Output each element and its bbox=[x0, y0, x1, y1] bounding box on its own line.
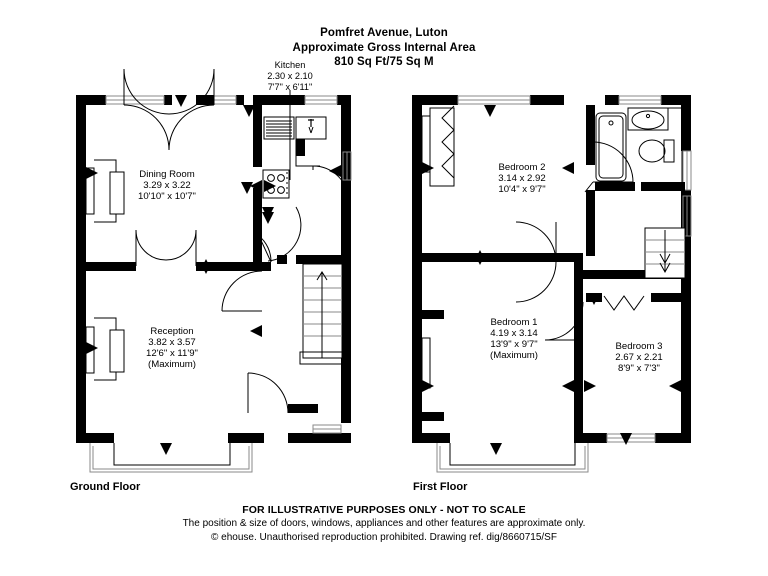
ff-internal-walls bbox=[420, 105, 685, 443]
ground-floor-label: Ground Floor bbox=[70, 481, 141, 493]
footer-disclaimer-title: FOR ILLUSTRATIVE PURPOSES ONLY - NOT TO … bbox=[242, 504, 526, 516]
ff-bay-window bbox=[436, 443, 589, 473]
gf-kitchen-fittings bbox=[262, 116, 327, 199]
room-label-reception-metric: 3.82 x 3.57 bbox=[148, 337, 195, 348]
room-label-bedroom1-note: (Maximum) bbox=[490, 350, 538, 361]
gf-bay-window bbox=[89, 443, 253, 473]
gf-walls bbox=[76, 95, 351, 443]
ff-bathroom-fittings bbox=[595, 107, 683, 182]
plan-header: Pomfret Avenue, Luton Approximate Gross … bbox=[0, 26, 768, 70]
bath-icon bbox=[595, 112, 627, 182]
basin-icon bbox=[627, 107, 669, 131]
header-area: 810 Sq Ft/75 Sq M bbox=[334, 56, 434, 68]
gf-direction-markers bbox=[86, 95, 341, 455]
drainer-icon bbox=[263, 116, 295, 140]
room-label-reception-imperial: 12'6" x 11'9" bbox=[146, 348, 198, 359]
room-label-bedroom3-metric: 2.67 x 2.21 bbox=[615, 352, 662, 363]
first-floor-label: First Floor bbox=[413, 481, 468, 493]
room-label-bedroom3-imperial: 8'9" x 7'3" bbox=[618, 363, 660, 374]
ff-windows bbox=[421, 95, 692, 443]
ff-walls bbox=[412, 95, 691, 443]
room-label-dining-imperial: 10'10" x 10'7" bbox=[138, 191, 196, 202]
room-label-dining-metric: 3.29 x 3.22 bbox=[143, 180, 190, 191]
gf-doors bbox=[123, 68, 350, 414]
room-label-kitchen-imperial: 7'7" x 6'11" bbox=[268, 82, 313, 92]
ff-doors bbox=[515, 141, 634, 341]
page-title: Pomfret Avenue, Luton bbox=[320, 27, 448, 39]
room-label-kitchen-metric: 2.30 x 2.10 bbox=[267, 71, 312, 81]
gf-internal-walls bbox=[86, 95, 342, 413]
ff-direction-markers bbox=[422, 105, 681, 455]
stairs-down-icon bbox=[644, 227, 686, 279]
room-label-bedroom2-name: Bedroom 2 bbox=[499, 162, 546, 173]
stairs-up-icon bbox=[299, 263, 343, 365]
ff-room-labels: Bedroom 2 3.14 x 2.92 10'4" x 9'7" Bedro… bbox=[490, 162, 663, 374]
room-label-kitchen-name: Kitchen bbox=[275, 60, 306, 70]
wardrobe-icon bbox=[429, 105, 455, 187]
sink-icon bbox=[295, 116, 327, 140]
toilet-icon bbox=[638, 139, 675, 163]
room-label-bedroom1-metric: 4.19 x 3.14 bbox=[490, 328, 538, 339]
gf-room-labels: Kitchen 2.30 x 2.10 7'7" x 6'11" Dining … bbox=[138, 60, 313, 370]
room-label-bedroom2-imperial: 10'4" x 9'7" bbox=[498, 184, 545, 195]
room-label-reception-name: Reception bbox=[150, 326, 193, 337]
wardrobe-bedroom3-icon bbox=[603, 295, 645, 311]
header-subtitle: Approximate Gross Internal Area bbox=[292, 41, 476, 54]
room-label-bedroom3-name: Bedroom 3 bbox=[616, 341, 663, 352]
footer-disclaimer-body: The position & size of doors, windows, a… bbox=[182, 518, 586, 529]
room-label-bedroom2-metric: 3.14 x 2.92 bbox=[498, 173, 545, 184]
room-label-bedroom1-imperial: 13'9" x 9'7" bbox=[490, 339, 537, 350]
footer-copyright: © ehouse. Unauthorised reproduction proh… bbox=[211, 532, 557, 543]
room-label-bedroom1-name: Bedroom 1 bbox=[491, 317, 538, 328]
room-label-reception-note: (Maximum) bbox=[148, 359, 196, 370]
room-label-dining-name: Dining Room bbox=[139, 169, 194, 180]
